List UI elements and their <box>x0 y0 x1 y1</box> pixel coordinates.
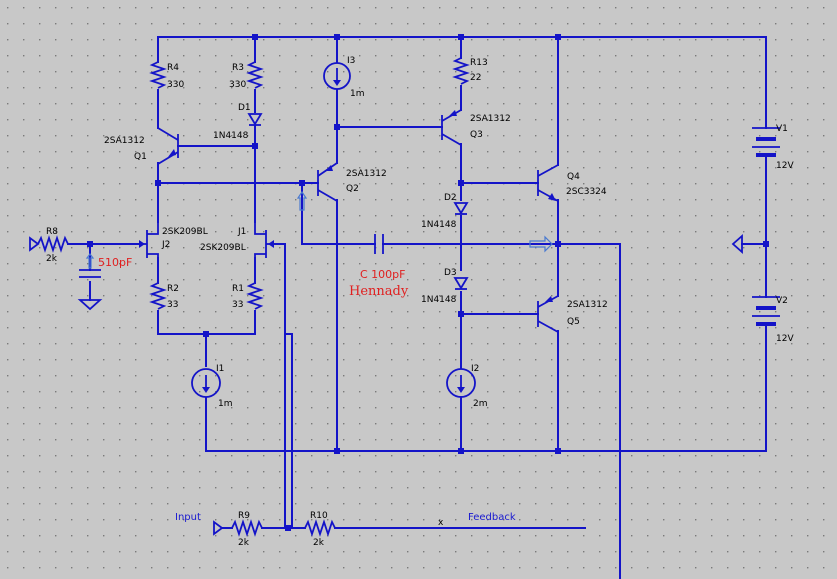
r3-resistor[interactable]: R3 330 <box>229 61 264 90</box>
r8-resistor[interactable]: R8 2k <box>37 227 69 264</box>
j1-ref: J1 <box>237 227 246 237</box>
v2-ref: V2 <box>776 296 788 306</box>
i1-ref: I1 <box>216 364 224 374</box>
r10-value: 2k <box>313 538 325 548</box>
r1-resistor[interactable]: R1 33 <box>232 282 264 310</box>
r8-ref: R8 <box>46 227 58 237</box>
input-net-label: Input <box>175 512 201 523</box>
r2-ref: R2 <box>167 284 179 294</box>
feedback-net-label: Feedback <box>468 512 516 523</box>
v1-ref: V1 <box>776 124 788 134</box>
d1-diode[interactable]: D1 1N4148 <box>213 103 263 141</box>
r1-value: 33 <box>232 300 243 310</box>
c100-capacitor[interactable] <box>374 234 384 254</box>
d2-part: 1N4148 <box>421 220 457 230</box>
r9-ref: R9 <box>238 511 250 521</box>
i3-current-source[interactable]: I3 1m <box>323 56 365 99</box>
r9-value: 2k <box>238 538 250 548</box>
q4-transistor[interactable]: Q4 2SC3324 <box>537 164 607 202</box>
r13-value: 22 <box>470 73 481 83</box>
junction-dots <box>87 34 769 531</box>
i2-value: 2m <box>473 399 488 409</box>
q5-part: 2SA1312 <box>567 300 608 310</box>
j2-part: 2SK209BL <box>162 227 208 237</box>
q2-transistor[interactable]: 2SA1312 Q2 <box>317 162 387 202</box>
q1-ref: Q1 <box>134 152 147 162</box>
r3-value: 330 <box>229 80 246 90</box>
i3-ref: I3 <box>347 56 355 66</box>
i1-value: 1m <box>218 399 233 409</box>
i2-current-source[interactable]: I2 2m <box>446 364 488 409</box>
q2-part: 2SA1312 <box>346 169 387 179</box>
cap-100-annotation: C 100pF <box>360 268 405 281</box>
i2-ref: I2 <box>471 364 479 374</box>
d3-diode[interactable]: D3 1N4148 <box>421 268 469 305</box>
d1-part: 1N4148 <box>213 131 249 141</box>
r9-resistor[interactable]: R9 2k <box>231 511 263 548</box>
r10-ref: R10 <box>310 511 328 521</box>
v2-battery[interactable]: V2 12V <box>752 296 794 344</box>
r13-resistor[interactable]: R13 22 <box>452 57 488 85</box>
d1-ref: D1 <box>238 103 251 113</box>
r8-value: 2k <box>46 254 58 264</box>
q1-transistor[interactable]: 2SA1312 Q1 <box>104 127 179 165</box>
q3-transistor[interactable]: 2SA1312 Q3 <box>441 109 511 146</box>
r2-value: 33 <box>167 300 178 310</box>
x-mark: x <box>438 518 444 528</box>
r4-value: 330 <box>167 80 184 90</box>
r4-resistor[interactable]: R4 330 <box>149 61 184 90</box>
q4-ref: Q4 <box>567 172 580 182</box>
v1-battery[interactable]: V1 12V <box>752 124 794 171</box>
q2-ref: Q2 <box>346 184 359 194</box>
q5-ref: Q5 <box>567 317 580 327</box>
r1-ref: R1 <box>232 284 244 294</box>
j2-jfet[interactable]: 2SK209BL J2 <box>139 222 208 258</box>
j1-part: 2SK209BL <box>200 243 246 253</box>
d3-part: 1N4148 <box>421 295 457 305</box>
r3-ref: R3 <box>232 63 244 73</box>
j2-ref: J2 <box>161 240 170 250</box>
q1-part: 2SA1312 <box>104 136 145 146</box>
c510-capacitor[interactable] <box>79 269 101 278</box>
q3-part: 2SA1312 <box>470 114 511 124</box>
j1-jfet[interactable]: J1 2SK209BL <box>200 222 274 258</box>
q5-transistor[interactable]: 2SA1312 Q5 <box>537 295 608 333</box>
d3-ref: D3 <box>444 268 457 278</box>
i3-value: 1m <box>350 89 365 99</box>
cap-510-annotation: 510pF <box>98 256 132 269</box>
probe-markers <box>85 190 553 269</box>
i1-current-source[interactable]: I1 1m <box>191 364 233 409</box>
r13-ref: R13 <box>470 58 488 68</box>
r2-resistor[interactable]: R2 33 <box>149 282 179 310</box>
author-annotation: Hennady <box>349 284 409 299</box>
q4-part: 2SC3324 <box>566 187 607 197</box>
v2-value: 12V <box>776 334 794 344</box>
q3-ref: Q3 <box>470 130 483 140</box>
d2-ref: D2 <box>444 193 457 203</box>
r10-resistor[interactable]: R10 2k <box>304 511 336 548</box>
d2-diode[interactable]: D2 1N4148 <box>421 193 469 230</box>
v1-value: 12V <box>776 161 794 171</box>
r4-ref: R4 <box>167 63 179 73</box>
ground-symbols <box>29 233 743 536</box>
